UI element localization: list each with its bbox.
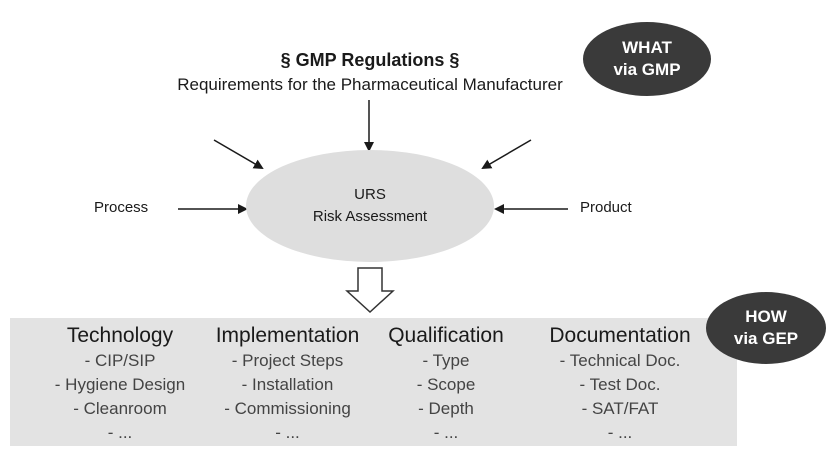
column-item: - ... [433, 423, 459, 442]
column-title: Qualification [388, 324, 504, 347]
column-item: - Depth [418, 399, 474, 418]
what-badge: WHAT via GMP [583, 22, 711, 96]
column-item: - Commissioning [224, 399, 351, 418]
process-label: Process [94, 199, 149, 216]
column-item: - SAT/FAT [581, 399, 659, 418]
page-title: § GMP Regulations § [280, 50, 460, 70]
arrow-top-left [213, 139, 264, 170]
column-item: - Installation [241, 375, 334, 394]
what-badge-line1: WHAT [622, 38, 672, 57]
page-subtitle: Requirements for the Pharmaceutical Manu… [177, 75, 563, 94]
column-title: Documentation [549, 324, 691, 347]
bottom-band [10, 318, 737, 446]
column-item: - ... [607, 423, 633, 442]
arrow-down-hollow [345, 267, 395, 314]
column-item: - Cleanroom [73, 399, 167, 418]
how-badge: HOW via GEP [706, 292, 826, 364]
column-item: - Test Doc. [579, 375, 661, 394]
how-badge-line2: via GEP [733, 329, 799, 348]
column-qualification: Qualification - Type - Scope - Depth - .… [376, 323, 516, 445]
urs-risk-ellipse: URS Risk Assessment [246, 150, 494, 262]
column-item: - ... [107, 423, 133, 442]
column-item: - Hygiene Design [54, 375, 186, 394]
column-item: - CIP/SIP [84, 351, 156, 370]
column-title: Technology [66, 324, 174, 347]
column-documentation: Documentation - Technical Doc. - Test Do… [530, 323, 710, 445]
column-technology: Technology - CIP/SIP - Hygiene Design - … [30, 323, 210, 445]
column-title: Implementation [215, 324, 360, 347]
column-item: - Technical Doc. [559, 351, 681, 370]
what-badge-line2: via GMP [613, 60, 681, 79]
column-item: - Scope [416, 375, 476, 394]
product-label: Product [580, 199, 632, 216]
how-badge-line1: HOW [745, 307, 787, 326]
center-line2: Risk Assessment [312, 208, 428, 225]
arrow-top-right [481, 139, 532, 170]
center-line1: URS [354, 186, 386, 203]
column-item: - ... [275, 423, 300, 442]
column-item: - Type [422, 351, 470, 370]
column-implementation: Implementation - Project Steps - Install… [205, 323, 370, 445]
column-item: - Project Steps [231, 351, 344, 370]
